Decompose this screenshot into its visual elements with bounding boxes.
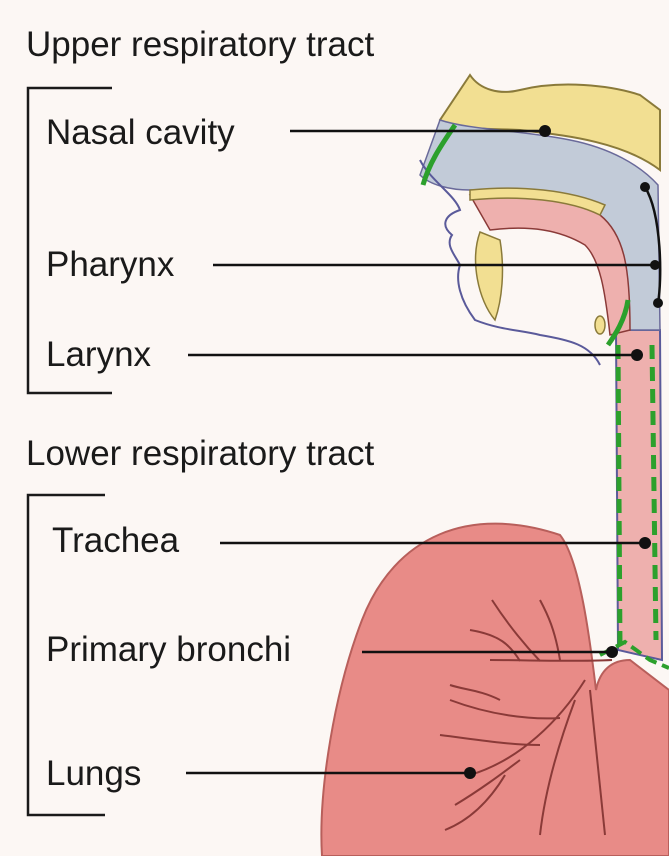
label-larynx: Larynx xyxy=(46,335,152,374)
upper-tract-title: Upper respiratory tract xyxy=(26,25,375,64)
marker-trachea xyxy=(639,537,651,549)
marker-larynx xyxy=(631,349,643,361)
marker-pharynx-mid xyxy=(650,260,660,270)
label-pharynx: Pharynx xyxy=(46,245,175,284)
label-lungs: Lungs xyxy=(46,754,142,793)
lower-bracket xyxy=(26,493,105,817)
upper-bracket xyxy=(26,86,112,395)
marker-pharynx-top xyxy=(640,182,650,192)
marker-pharynx-bottom xyxy=(653,298,663,308)
marker-nasal-cavity xyxy=(539,125,551,137)
label-primary-bronchi: Primary bronchi xyxy=(46,630,292,669)
marker-lungs xyxy=(464,767,476,779)
head-section xyxy=(419,73,661,366)
trachea-shape xyxy=(599,329,669,670)
label-nasal-cavity: Nasal cavity xyxy=(46,113,235,152)
leader-pharynx-bracket xyxy=(643,186,662,304)
marker-primary-bronchi xyxy=(606,646,618,658)
label-trachea: Trachea xyxy=(52,521,180,560)
bronchial-tree xyxy=(439,599,613,836)
lower-tract-title: Lower respiratory tract xyxy=(26,434,375,473)
